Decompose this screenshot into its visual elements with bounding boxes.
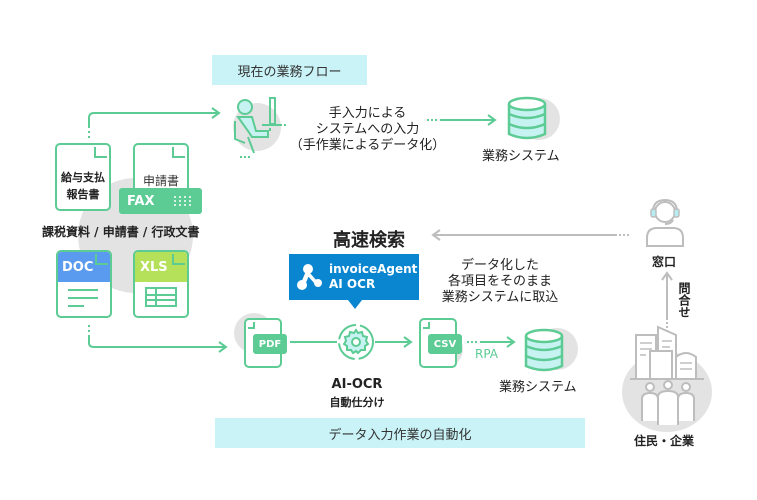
automation-banner-text: データ入力作業の自動化 (328, 427, 472, 443)
gear-icon (338, 324, 374, 360)
import-description: データ化した 各項目をそのまま 業務システムに取込 (425, 258, 575, 306)
doc-label: DOC (62, 260, 94, 275)
invoiceagent-name-line2: AI OCR (329, 277, 376, 291)
xls-file: XLS (133, 250, 189, 318)
top-system-label: 業務システム (482, 149, 560, 164)
bottom-system-label: 業務システム (499, 380, 577, 395)
doc-corner-icon (172, 147, 185, 158)
search-title: 高速検索 (333, 230, 405, 251)
current-flow-banner-text: 現在の業務フロー (237, 64, 342, 80)
ocr-label: AI-OCR (331, 377, 383, 392)
documents-caption: 課税資料 / 申請書 / 行政文書 (42, 225, 200, 239)
city-buildings-icon (630, 325, 704, 380)
operator-headset-icon (646, 198, 684, 247)
inquiry-label: 問合せ (677, 282, 691, 318)
rpa-label: RPA (475, 347, 499, 361)
fax-label: FAX (127, 193, 155, 209)
doc-corner-icon (423, 322, 430, 329)
manual-input-line2: システムへの入力 (315, 122, 420, 137)
xls-file-header (135, 252, 187, 282)
payroll-report-doc: 給与支払 報告書 (55, 143, 111, 211)
citizens-label: 住民・企業 (634, 434, 695, 448)
pdf-badge: PDF (253, 334, 287, 354)
import-description-line1: データ化した (460, 258, 539, 273)
invoiceagent-logo-box: invoiceAgent AI OCR (289, 254, 419, 300)
doc-file: DOC (56, 250, 112, 318)
doc-corner-icon (95, 254, 108, 265)
invoiceagent-name-line1: invoiceAgent (329, 262, 418, 276)
payroll-doc-line1: 給与支払 (61, 171, 105, 184)
manual-input-line3: （手作業によるデータ化） (289, 138, 446, 153)
window-label: 窓口 (652, 255, 677, 269)
doc-corner-icon (172, 254, 185, 265)
keypad-icon (174, 196, 191, 206)
fax-badge: FAX (119, 188, 202, 214)
csv-label: CSV (433, 338, 457, 350)
invoiceagent-name: invoiceAgent AI OCR (329, 262, 417, 292)
import-description-line2: 各項目をそのまま (447, 274, 552, 289)
doc-file-header (58, 252, 110, 282)
spreadsheet-icon (145, 287, 177, 307)
database-icon (507, 96, 547, 140)
invoiceagent-logo-icon (297, 264, 322, 290)
doc-corner-icon (94, 147, 107, 158)
manual-input-line1: 手入力による (328, 106, 407, 121)
current-flow-banner: 現在の業務フロー (212, 55, 367, 85)
database-icon (524, 328, 564, 372)
ocr-sublabel: 自動仕分け (329, 396, 385, 409)
pdf-label: PDF (258, 338, 282, 350)
text-lines-icon (68, 289, 98, 307)
xls-label: XLS (140, 260, 168, 275)
automation-banner: データ入力作業の自動化 (215, 418, 585, 448)
import-description-line3: 業務システムに取込 (441, 290, 559, 305)
manual-input-text: 手入力による システムへの入力 （手作業によるデータ化） (280, 106, 455, 154)
payroll-doc-line2: 報告書 (66, 188, 100, 201)
desk-worker-icon (234, 97, 288, 158)
application-doc-label: 申請書 (142, 174, 179, 188)
csv-badge: CSV (428, 334, 462, 354)
doc-corner-icon (248, 322, 255, 329)
callout-pointer (348, 300, 362, 309)
people-group-icon (641, 380, 695, 425)
